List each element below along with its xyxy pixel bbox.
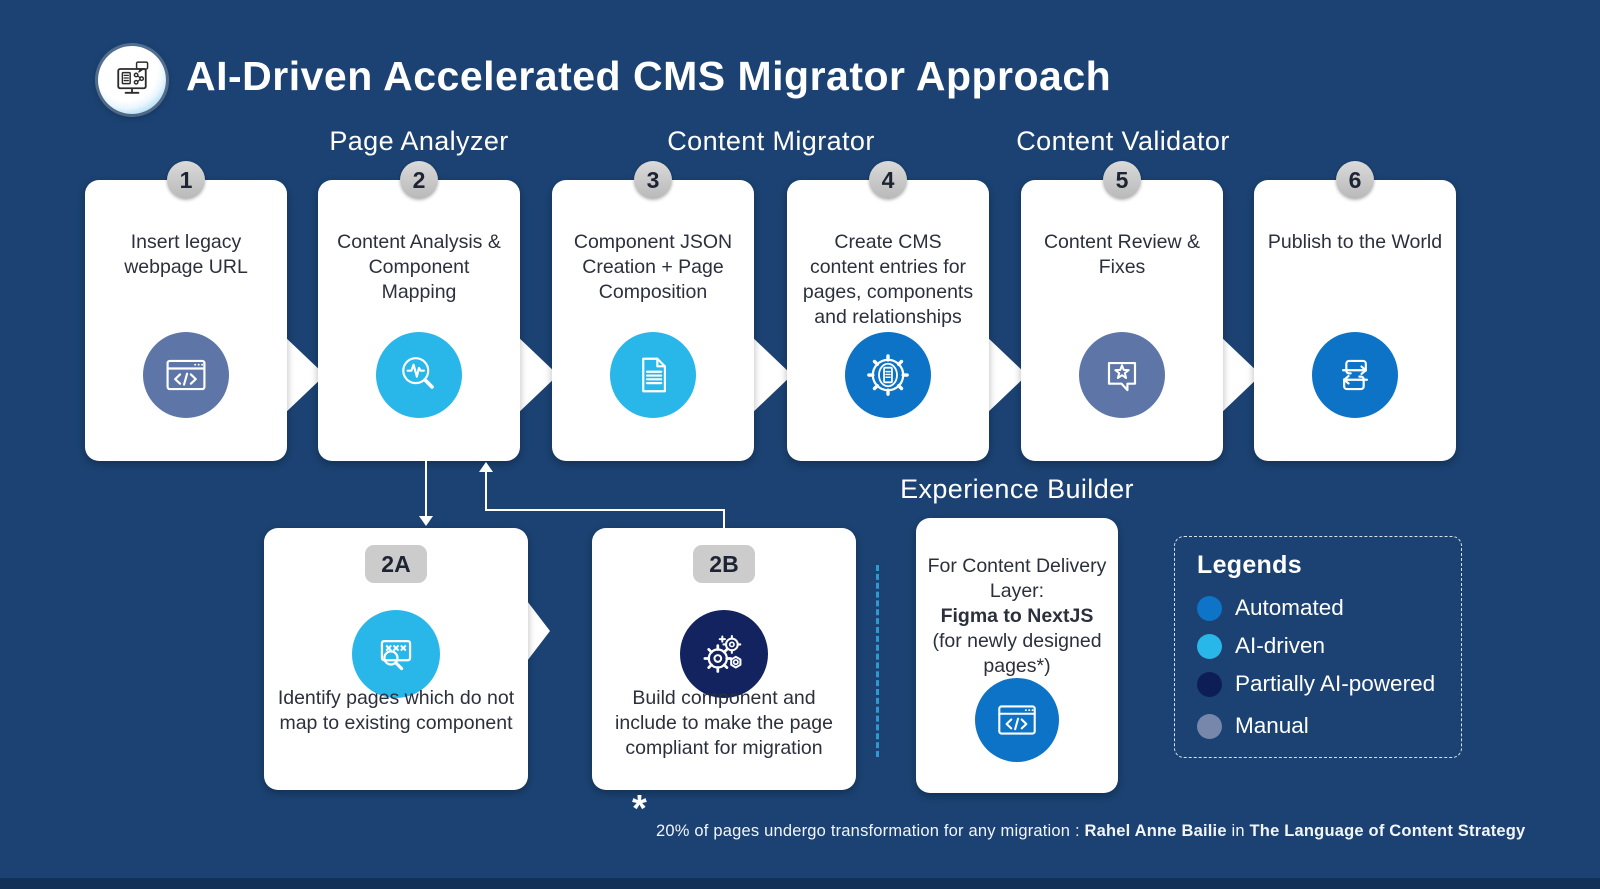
substep-icon-circle	[352, 610, 440, 698]
step-number-badge: 3	[634, 161, 672, 199]
connector-2b-to-step2	[485, 471, 487, 511]
legend-title: Legends	[1197, 551, 1302, 579]
footnote-author: Rahel Anne Bailie	[1084, 822, 1227, 840]
step-card-1: 1 Insert legacy webpage URL	[85, 161, 287, 461]
section-header-content-validator: Content Validator	[1016, 126, 1230, 156]
substep-text: Identify pages which do not map to exist…	[277, 687, 515, 734]
connector-2b-vertical	[723, 509, 725, 529]
legend-label: Partially AI-powered	[1235, 671, 1436, 696]
step-card-6: 6 Publish to the World	[1254, 161, 1456, 461]
step-text: Content Review & Fixes	[1043, 231, 1201, 278]
experience-builder-text: For Content Delivery Layer: Figma to Nex…	[916, 554, 1118, 679]
eb-line3: (for newly designed pages*)	[932, 629, 1102, 677]
step-icon-circle	[845, 332, 931, 418]
legend-box: Legends Automated AI-driven Partially AI…	[1174, 536, 1462, 758]
step-card-2: 2 Content Analysis & Component Mapping	[318, 161, 520, 461]
footnote-book: The Language of Content Strategy	[1249, 822, 1526, 840]
analysis-magnifier-icon	[402, 357, 434, 389]
chevron-right-icon	[750, 335, 792, 415]
substep-text: Build component and include to make the …	[615, 687, 833, 759]
step-text: Content Analysis & Component Mapping	[337, 231, 501, 303]
step-icon-circle	[610, 332, 696, 418]
legend-item-manual: Manual	[1197, 713, 1309, 739]
transfer-arrows-icon	[1342, 359, 1368, 391]
substep-icon-circle	[680, 610, 768, 698]
step-number-badge: 1	[167, 161, 205, 199]
cms-monitor-share-icon	[117, 61, 149, 94]
footnote: 20% of pages undergo transformation for …	[656, 822, 1525, 841]
page-scan-magnifier-icon	[380, 639, 412, 671]
substep-number-badge: 2B	[693, 545, 755, 583]
substep-card-2b: 2B	[592, 528, 856, 790]
step-card-5: 5 Content Review & Fixes	[1021, 161, 1223, 461]
section-header-content-migrator: Content Migrator	[667, 126, 875, 156]
step-number-badge: 4	[869, 161, 907, 199]
browser-code-icon	[998, 705, 1036, 735]
step-text: Insert legacy webpage URL	[124, 231, 248, 278]
experience-builder-icon-circle	[975, 678, 1059, 762]
footnote-asterisk: *	[632, 788, 647, 830]
bottom-strip	[0, 878, 1600, 889]
step-card-4: 4 Create CMS content entries for pages, …	[787, 161, 989, 461]
partially-ai-powered-dot-icon	[1197, 671, 1222, 697]
footnote-text: 20% of pages undergo transformation for …	[656, 822, 1085, 840]
step-icon-circle	[376, 332, 462, 418]
dashed-separator	[876, 565, 879, 757]
eb-line1: For Content Delivery Layer:	[927, 555, 1107, 602]
step-icon-circle	[1079, 332, 1165, 418]
ai-driven-dot-icon	[1197, 633, 1222, 659]
title-badge	[98, 46, 166, 114]
legend-item-partially-ai-powered: Partially AI-powered	[1197, 671, 1435, 697]
legend-label: AI-driven	[1235, 633, 1326, 658]
section-header-page-analyzer: Page Analyzer	[329, 126, 509, 156]
gears-build-icon	[703, 634, 742, 673]
step-text: Component JSON Creation + Page Compositi…	[573, 231, 733, 303]
eb-line2: Figma to NextJS	[940, 604, 1094, 627]
chat-star-icon	[1107, 362, 1137, 392]
step-icon-circle	[143, 332, 229, 418]
arrow-up-icon	[479, 462, 493, 472]
step-text: Create CMS content entries for pages, co…	[802, 231, 974, 328]
step-number-badge: 6	[1336, 161, 1374, 199]
manual-dot-icon	[1197, 713, 1222, 739]
experience-builder-header: Experience Builder	[900, 474, 1134, 504]
legend-label: Automated	[1235, 595, 1344, 620]
connector-2b-horizontal	[485, 509, 725, 511]
experience-builder-card: For Content Delivery Layer: Figma to Nex…	[916, 518, 1118, 793]
browser-code-icon	[166, 359, 206, 391]
connector-step2-to-2a	[425, 461, 427, 517]
substep-card-2a: 2A Identify pages which do not map to ex…	[264, 528, 528, 790]
arrow-down-icon	[419, 516, 433, 526]
document-icon	[642, 357, 666, 393]
legend-item-automated: Automated	[1197, 595, 1344, 621]
legend-label: Manual	[1235, 713, 1309, 738]
step-text: Publish to the World	[1267, 231, 1443, 253]
step-number-badge: 2	[400, 161, 438, 199]
substep-number-badge: 2A	[365, 545, 427, 583]
footnote-in: in	[1226, 822, 1250, 840]
step-icon-circle	[1312, 332, 1398, 418]
automated-dot-icon	[1197, 595, 1222, 621]
step-number-badge: 5	[1103, 161, 1141, 199]
step-card-3: 3 Component JSON Creation + Page Composi…	[552, 161, 754, 461]
gear-document-icon	[867, 354, 909, 396]
legend-item-ai-driven: AI-driven	[1197, 633, 1325, 659]
page-title: AI-Driven Accelerated CMS Migrator Appro…	[186, 53, 1112, 99]
